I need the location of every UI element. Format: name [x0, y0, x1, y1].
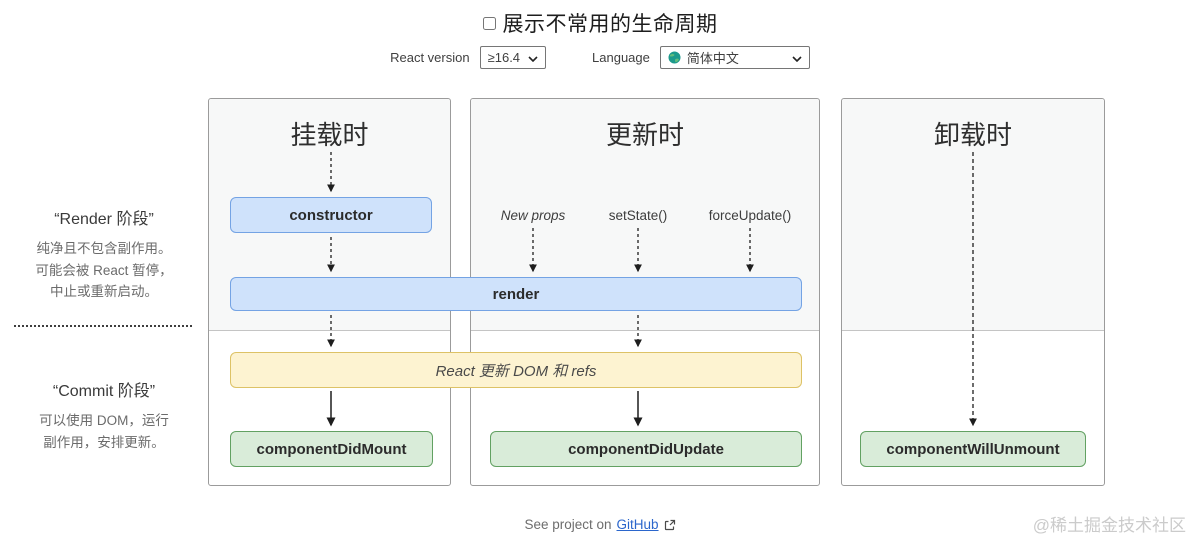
language-value: 简体中文	[686, 51, 739, 66]
render-phase-line: 纯净且不包含副作用。	[36, 241, 172, 256]
commit-phase-description: 可以使用 DOM，运行 副作用，安排更新。	[8, 410, 200, 453]
render-box[interactable]: render	[230, 277, 802, 311]
github-link[interactable]: GitHub	[616, 517, 659, 532]
react-version-select[interactable]: ≥16.4	[479, 46, 547, 69]
trigger-new-props: New props	[500, 208, 566, 223]
footer: See project on GitHub	[0, 517, 1200, 532]
language-select[interactable]: 简体中文	[659, 46, 810, 69]
commit-phase-line: 副作用，安排更新。	[43, 434, 165, 450]
commit-phase-title: “Commit 阶段”	[52, 383, 156, 400]
globe-icon	[668, 51, 681, 64]
commit-phase-line: 可以使用 DOM，运行	[39, 413, 169, 428]
render-phase-line: 可能会被 React 暂停，	[35, 262, 173, 278]
header: 展示不常用的生命周期	[0, 8, 1200, 38]
react-version-value: ≥16.4	[487, 50, 521, 65]
trigger-force-update: forceUpdate()	[708, 208, 792, 223]
commit-phase-note: “Commit 阶段” 可以使用 DOM，运行 副作用，安排更新。	[8, 377, 200, 453]
panel-unmounting: 卸载时	[841, 98, 1105, 486]
component-did-mount-box[interactable]: componentDidMount	[230, 431, 433, 467]
footer-text: See project on	[524, 517, 612, 532]
render-phase-title: “Render 阶段”	[54, 211, 154, 228]
render-phase-line: 中止或重新启动。	[50, 284, 158, 300]
controls-row: React version ≥16.4 Language 简体中文	[0, 46, 1200, 69]
phase-divider	[14, 325, 192, 327]
chevron-down-icon	[528, 50, 538, 65]
render-phase-description: 纯净且不包含副作用。 可能会被 React 暂停， 中止或重新启动。	[8, 238, 200, 303]
trigger-set-state: setState()	[608, 208, 668, 223]
show-uncommon-checkbox[interactable]	[482, 16, 496, 30]
component-will-unmount-box[interactable]: componentWillUnmount	[860, 431, 1086, 467]
page-title: 展示不常用的生命周期	[502, 13, 718, 36]
watermark: @稀土掘金技术社区	[1032, 516, 1186, 535]
panel-mounting-title: 挂载时	[290, 120, 369, 150]
component-did-update-box[interactable]: componentDidUpdate	[490, 431, 802, 467]
react-updates-dom-note: React 更新 DOM 和 refs	[230, 352, 802, 388]
language-label: Language	[592, 50, 650, 65]
react-version-label: React version	[390, 50, 470, 65]
render-phase-note: “Render 阶段” 纯净且不包含副作用。 可能会被 React 暂停， 中止…	[8, 205, 200, 303]
external-link-icon	[664, 519, 676, 531]
constructor-box[interactable]: constructor	[230, 197, 432, 233]
panel-updating-title: 更新时	[605, 120, 684, 150]
chevron-down-icon	[792, 50, 802, 65]
panel-unmounting-title: 卸载时	[933, 120, 1012, 150]
